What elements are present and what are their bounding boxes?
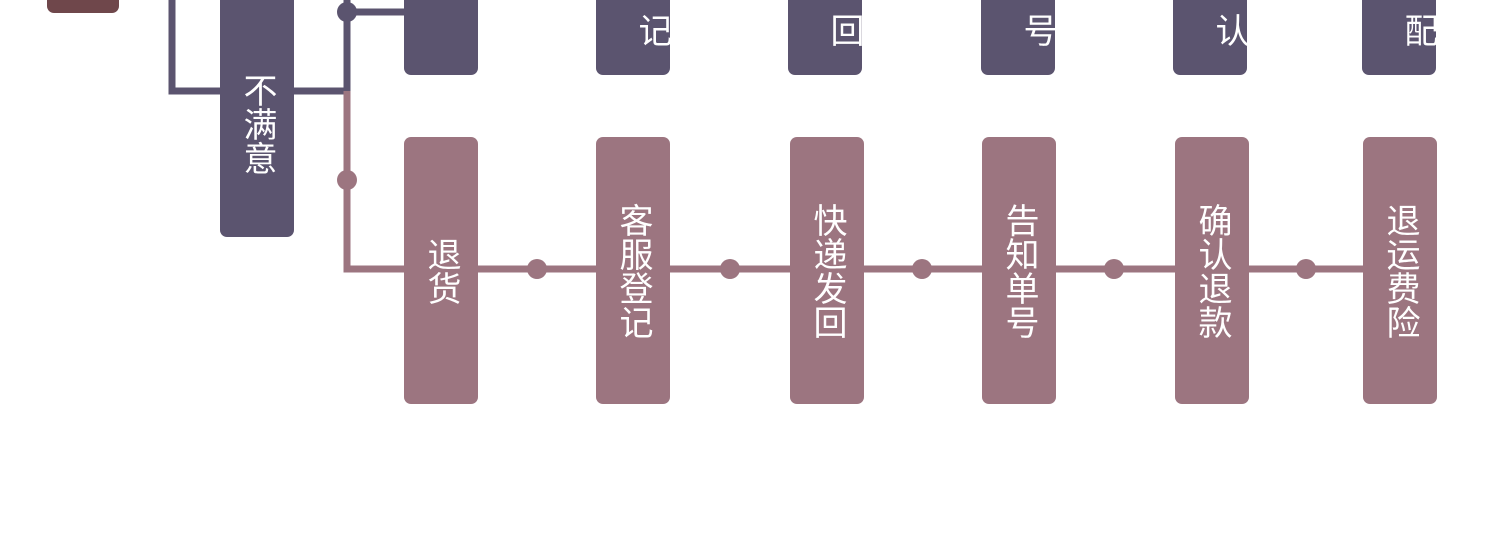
- return-step-box: 退运费险: [1363, 137, 1437, 404]
- brown-start-box: [47, 0, 119, 13]
- return-step-box: 确认退款: [1175, 137, 1249, 404]
- unsatisfied-label: 不满意: [237, 72, 277, 175]
- pink-flow-dot: [912, 259, 932, 279]
- return-step-box: 退货: [404, 137, 478, 404]
- pink-flow-dot: [720, 259, 740, 279]
- top-step-label: 配: [1398, 12, 1438, 47]
- dark-junction-dot: [337, 2, 357, 22]
- return-step-label: 退运费险: [1380, 202, 1420, 339]
- pink-flow-dot: [1296, 259, 1316, 279]
- top-step-box: [404, 0, 478, 75]
- top-step-box: 认: [1173, 0, 1249, 75]
- top-step-box: 回: [788, 0, 864, 75]
- return-step-label: 客服登记: [613, 202, 653, 339]
- unsatisfied-box: 不满意: [220, 0, 294, 237]
- top-step-box: 配: [1362, 0, 1438, 75]
- top-step-label: 认: [1209, 12, 1249, 47]
- top-step-box: 号: [981, 0, 1057, 75]
- return-step-box: 告知单号: [982, 137, 1056, 404]
- top-step-label: 号: [1017, 12, 1057, 47]
- pink-flow-dot: [527, 259, 547, 279]
- return-step-box: 快递发回: [790, 137, 864, 404]
- top-step-label: 回: [824, 12, 864, 47]
- return-step-label: 确认退款: [1192, 202, 1232, 339]
- top-step-label: 记: [632, 12, 672, 47]
- return-step-box: 客服登记: [596, 137, 670, 404]
- pink-flow-dot: [1104, 259, 1124, 279]
- return-step-label: 退货: [421, 236, 461, 305]
- return-step-label: 告知单号: [999, 202, 1039, 339]
- return-step-label: 快递发回: [807, 202, 847, 339]
- pink-junction-dot: [337, 170, 357, 190]
- top-step-box: 记: [596, 0, 672, 75]
